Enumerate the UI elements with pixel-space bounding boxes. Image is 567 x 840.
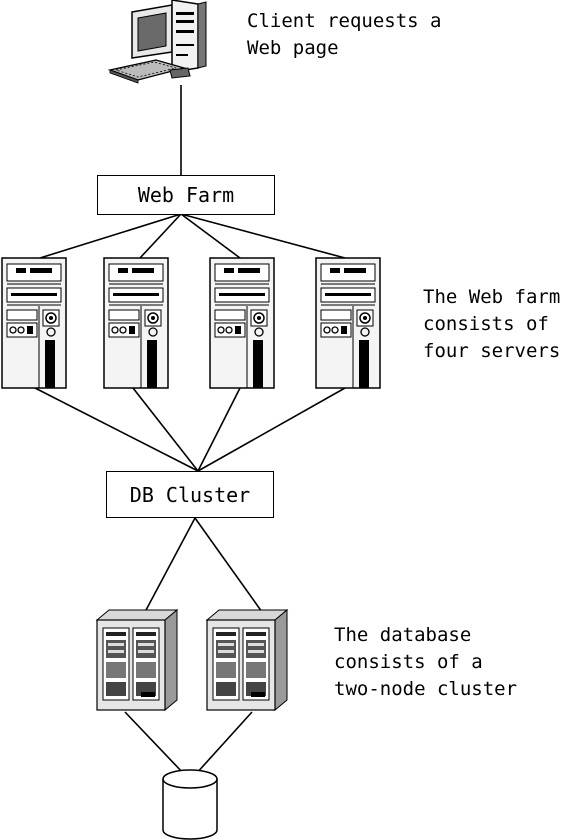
caption-line: Client requests a xyxy=(247,10,442,32)
web-farm-box: Web Farm xyxy=(97,175,275,215)
caption-line: The Web farm xyxy=(423,286,561,308)
cabinet-server-icon xyxy=(206,609,288,711)
caption-line: consists of xyxy=(423,313,549,335)
db-caption: The database consists of a two-node clus… xyxy=(334,622,517,703)
web-farm-caption: The Web farm consists of four servers xyxy=(423,284,560,365)
caption-line: two-node cluster xyxy=(334,678,518,700)
cabinet-server-icon xyxy=(96,609,178,711)
database-cylinder-icon xyxy=(162,769,218,840)
tower-server-icon xyxy=(209,257,275,389)
caption-line: consists of a xyxy=(334,651,483,673)
desktop-computer-icon xyxy=(107,0,207,84)
connector-lines xyxy=(34,85,346,776)
caption-line: Web page xyxy=(247,37,339,59)
db-cluster-box: DB Cluster xyxy=(106,471,274,518)
caption-line: four servers xyxy=(423,340,561,362)
tower-server-icon xyxy=(1,257,67,389)
client-caption: Client requests a Web page xyxy=(247,8,441,62)
tower-server-icon xyxy=(315,257,381,389)
tower-server-icon xyxy=(103,257,169,389)
caption-line: The database xyxy=(334,624,472,646)
